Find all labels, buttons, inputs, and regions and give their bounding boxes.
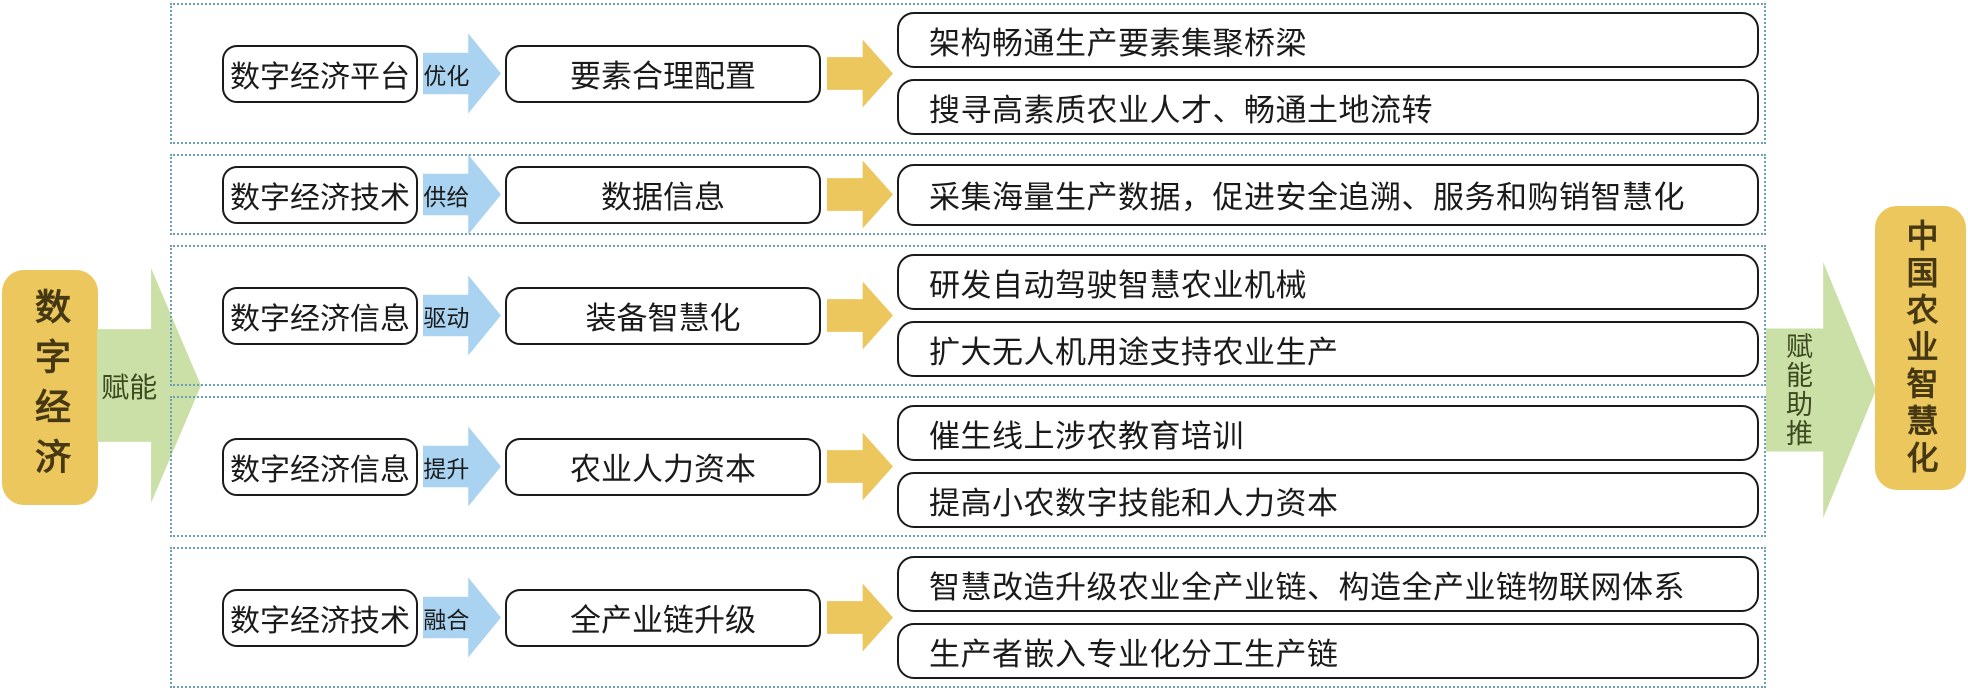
source-label: 数字经济技术 — [230, 604, 410, 638]
mechanism-box: 数据信息 — [505, 165, 821, 224]
verb-arrow-icon: 提升 — [423, 426, 501, 507]
empower-label: 赋能 — [101, 372, 158, 404]
outcome-box: 催生线上涉农教育培训 — [897, 405, 1759, 461]
digital-economy-label: 数字经济 — [30, 287, 70, 488]
result-arrow-icon — [827, 583, 893, 652]
outcome-box: 提高小农数字技能和人力资本 — [897, 472, 1759, 528]
verb-label: 驱动 — [423, 305, 470, 331]
mechanism-box: 全产业链升级 — [505, 588, 821, 647]
source-box: 数字经济信息 — [222, 286, 418, 345]
outcome-list: 采集海量生产数据，促进安全追溯、服务和购销智慧化 — [897, 163, 1759, 226]
pathway-row-information-human-capital: 数字经济信息 提升 农业人力资本 催生线上涉农教育培训 提高小农数字技能和人力资… — [170, 396, 1766, 537]
smart-agriculture-label: 中国农业智慧化 — [1902, 218, 1939, 478]
pathway-groups: 数字经济平台 优化 要素合理配置 架构畅通生产要素集聚桥梁 搜寻高素质农业人才、… — [170, 3, 1766, 691]
outcome-label: 搜寻高素质农业人才、畅通土地流转 — [929, 92, 1433, 128]
outcome-box: 研发自动驾驶智慧农业机械 — [897, 254, 1759, 310]
outcome-box: 生产者嵌入专业化分工生产链 — [897, 623, 1759, 679]
source-box: 数字经济信息 — [222, 437, 418, 496]
mechanism-label: 全产业链升级 — [570, 603, 756, 638]
digital-economy-box: 数字经济 — [2, 270, 98, 505]
source-box: 数字经济技术 — [222, 588, 418, 647]
outcome-box: 扩大无人机用途支持农业生产 — [897, 321, 1759, 377]
outcome-box: 搜寻高素质农业人才、畅通土地流转 — [897, 79, 1759, 135]
mechanism-label: 农业人力资本 — [570, 452, 756, 487]
outcome-box: 采集海量生产数据，促进安全追溯、服务和购销智慧化 — [897, 163, 1759, 226]
result-arrow-icon — [827, 281, 893, 350]
verb-arrow-icon: 供给 — [423, 154, 501, 235]
source-label: 数字经济平台 — [230, 60, 410, 94]
result-arrow-icon — [827, 39, 893, 108]
mechanism-label: 要素合理配置 — [570, 59, 756, 94]
outcome-label: 生产者嵌入专业化分工生产链 — [929, 636, 1339, 672]
outcome-label: 研发自动驾驶智慧农业机械 — [929, 267, 1307, 303]
verb-label: 供给 — [423, 184, 470, 210]
source-label: 数字经济信息 — [230, 302, 410, 336]
mechanism-box: 农业人力资本 — [505, 437, 821, 496]
verb-arrow-icon: 驱动 — [423, 275, 501, 356]
verb-label: 优化 — [423, 63, 470, 89]
source-label: 数字经济信息 — [230, 453, 410, 487]
outcome-label: 扩大无人机用途支持农业生产 — [929, 334, 1339, 370]
mechanism-box: 要素合理配置 — [505, 44, 821, 103]
source-label: 数字经济技术 — [230, 181, 410, 215]
outcome-box: 智慧改造升级农业全产业链、构造全产业链物联网体系 — [897, 556, 1759, 612]
verb-label: 融合 — [423, 607, 470, 633]
pathway-row-platform: 数字经济平台 优化 要素合理配置 架构畅通生产要素集聚桥梁 搜寻高素质农业人才、… — [170, 3, 1766, 144]
outcome-list: 架构畅通生产要素集聚桥梁 搜寻高素质农业人才、畅通土地流转 — [897, 12, 1759, 135]
pathway-row-industry-chain: 数字经济技术 融合 全产业链升级 智慧改造升级农业全产业链、构造全产业链物联网体… — [170, 547, 1766, 688]
verb-arrow-icon: 融合 — [423, 577, 501, 658]
source-box: 数字经济平台 — [222, 44, 418, 103]
mechanism-box: 装备智慧化 — [505, 286, 821, 345]
result-arrow-icon — [827, 432, 893, 501]
verb-label: 提升 — [423, 456, 470, 482]
outcome-list: 研发自动驾驶智慧农业机械 扩大无人机用途支持农业生产 — [897, 254, 1759, 377]
outcome-list: 智慧改造升级农业全产业链、构造全产业链物联网体系 生产者嵌入专业化分工生产链 — [897, 556, 1759, 679]
pathway-row-technology: 数字经济技术 供给 数据信息 采集海量生产数据，促进安全追溯、服务和购销智慧化 — [170, 154, 1766, 235]
outcome-box: 架构畅通生产要素集聚桥梁 — [897, 12, 1759, 68]
outcome-label: 催生线上涉农教育培训 — [929, 418, 1244, 454]
boost-arrow-icon: 赋能助推 — [1766, 262, 1876, 518]
outcome-label: 采集海量生产数据，促进安全追溯、服务和购销智慧化 — [929, 180, 1685, 215]
verb-arrow-icon: 优化 — [423, 33, 501, 114]
pathway-row-information-equipment: 数字经济信息 驱动 装备智慧化 研发自动驾驶智慧农业机械 扩大无人机用途支持农业… — [170, 245, 1766, 386]
result-arrow-icon — [827, 160, 893, 229]
source-box: 数字经济技术 — [222, 165, 418, 224]
boost-label: 赋能助推 — [1782, 332, 1812, 448]
outcome-list: 催生线上涉农教育培训 提高小农数字技能和人力资本 — [897, 405, 1759, 528]
outcome-label: 架构畅通生产要素集聚桥梁 — [929, 25, 1307, 61]
smart-agriculture-box: 中国农业智慧化 — [1875, 206, 1966, 490]
outcome-label: 提高小农数字技能和人力资本 — [929, 485, 1339, 521]
outcome-label: 智慧改造升级农业全产业链、构造全产业链物联网体系 — [929, 569, 1685, 605]
mechanism-label: 数据信息 — [601, 180, 725, 215]
mechanism-label: 装备智慧化 — [585, 301, 741, 336]
